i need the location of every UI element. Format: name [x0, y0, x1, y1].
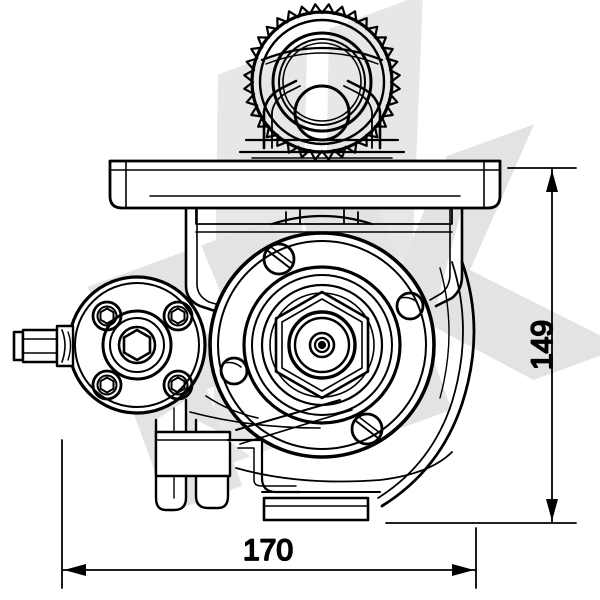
inlet-collar-arc-1	[61, 329, 66, 363]
hub-centre-ring-4	[313, 336, 331, 354]
lower-arc	[189, 411, 321, 429]
dimension-label-width: 170	[243, 534, 293, 567]
inlet-port-body	[21, 328, 59, 364]
hub-screw-bottom	[350, 412, 384, 446]
hub-hex-boss	[274, 290, 370, 400]
hub-mid-circle	[242, 265, 402, 425]
pulley-spoke-right-2	[343, 85, 373, 149]
inlet-port-face	[12, 330, 25, 362]
housing-left-arm-inner	[196, 207, 237, 311]
lower-sweep	[235, 451, 453, 483]
pulley-spoke-left-2	[271, 85, 301, 149]
bottom-boss	[262, 496, 370, 522]
housing-right-arm-inner	[429, 207, 451, 301]
inlet-collar-arc-2	[67, 331, 72, 361]
dim-arrow-down	[546, 499, 558, 521]
aux-bolt-group	[91, 300, 194, 401]
housing-right-arc-3	[439, 267, 450, 399]
lower-bridge-inner	[237, 447, 297, 487]
lower-diagonal-1	[235, 399, 341, 431]
hub-centre-ring-2	[293, 316, 351, 374]
aux-flange-hub-2	[109, 317, 165, 373]
aux-bolt-tl	[91, 300, 123, 332]
pulley-inner-ring-2	[271, 31, 373, 133]
lower-small-arc	[205, 395, 259, 419]
housing-centre-ribs	[285, 209, 359, 225]
pulley-spoke-left	[262, 79, 298, 150]
flange-outline	[108, 159, 502, 210]
pulley-crown-arc	[260, 46, 384, 62]
hub-outer-circle-2	[217, 240, 427, 450]
pulley-teeth	[243, 3, 401, 161]
aux-bolt-tr	[162, 300, 194, 332]
auxiliary-flange	[67, 275, 207, 415]
hub-hex-boss-2	[281, 298, 363, 392]
aux-flange-hub	[101, 309, 173, 381]
hub-centre-dot	[317, 340, 327, 350]
dimension-annotations: 149 170	[61, 167, 577, 589]
housing-right-outer-arc	[380, 260, 476, 508]
aux-centre-hex	[122, 328, 152, 362]
hub-dowel-right	[395, 291, 425, 321]
dim-arrow-up	[546, 170, 558, 192]
hub-centre-ring-1	[287, 310, 357, 380]
pulley-inner-ring-4	[282, 42, 362, 122]
aux-bolt-br	[162, 369, 194, 401]
hub-centre-ring-3	[308, 331, 336, 359]
threaded-inlet-port	[12, 324, 75, 368]
pump-housing-body	[184, 206, 476, 508]
aux-centre-bore	[117, 325, 157, 365]
housing-right-inner-arc	[377, 261, 464, 499]
lower-block	[154, 430, 232, 478]
aux-flange-outer-2	[74, 282, 200, 408]
pulley-spoke-right	[346, 79, 382, 150]
hub-screw-top	[262, 242, 296, 276]
pulley-crown-arc-2	[265, 52, 379, 65]
aux-bolt-bl	[91, 369, 123, 401]
mounting-flange-plate	[108, 159, 502, 210]
pulley-inner-ring-3	[278, 38, 366, 126]
dimension-label-height: 149	[526, 320, 559, 370]
housing-centre-arc	[270, 214, 374, 226]
main-hub-flange	[208, 231, 436, 459]
housing-web-top	[195, 207, 453, 225]
lower-body	[154, 395, 453, 522]
hub-dowel-left	[219, 356, 249, 386]
housing-right-arm	[434, 206, 464, 308]
pulley-inner-ring-1	[258, 18, 386, 146]
dim-arrow-right	[452, 564, 474, 576]
dim-arrow-left	[64, 564, 86, 576]
toothed-pulley	[238, 3, 406, 161]
hub-mid-circle-2	[251, 274, 393, 416]
